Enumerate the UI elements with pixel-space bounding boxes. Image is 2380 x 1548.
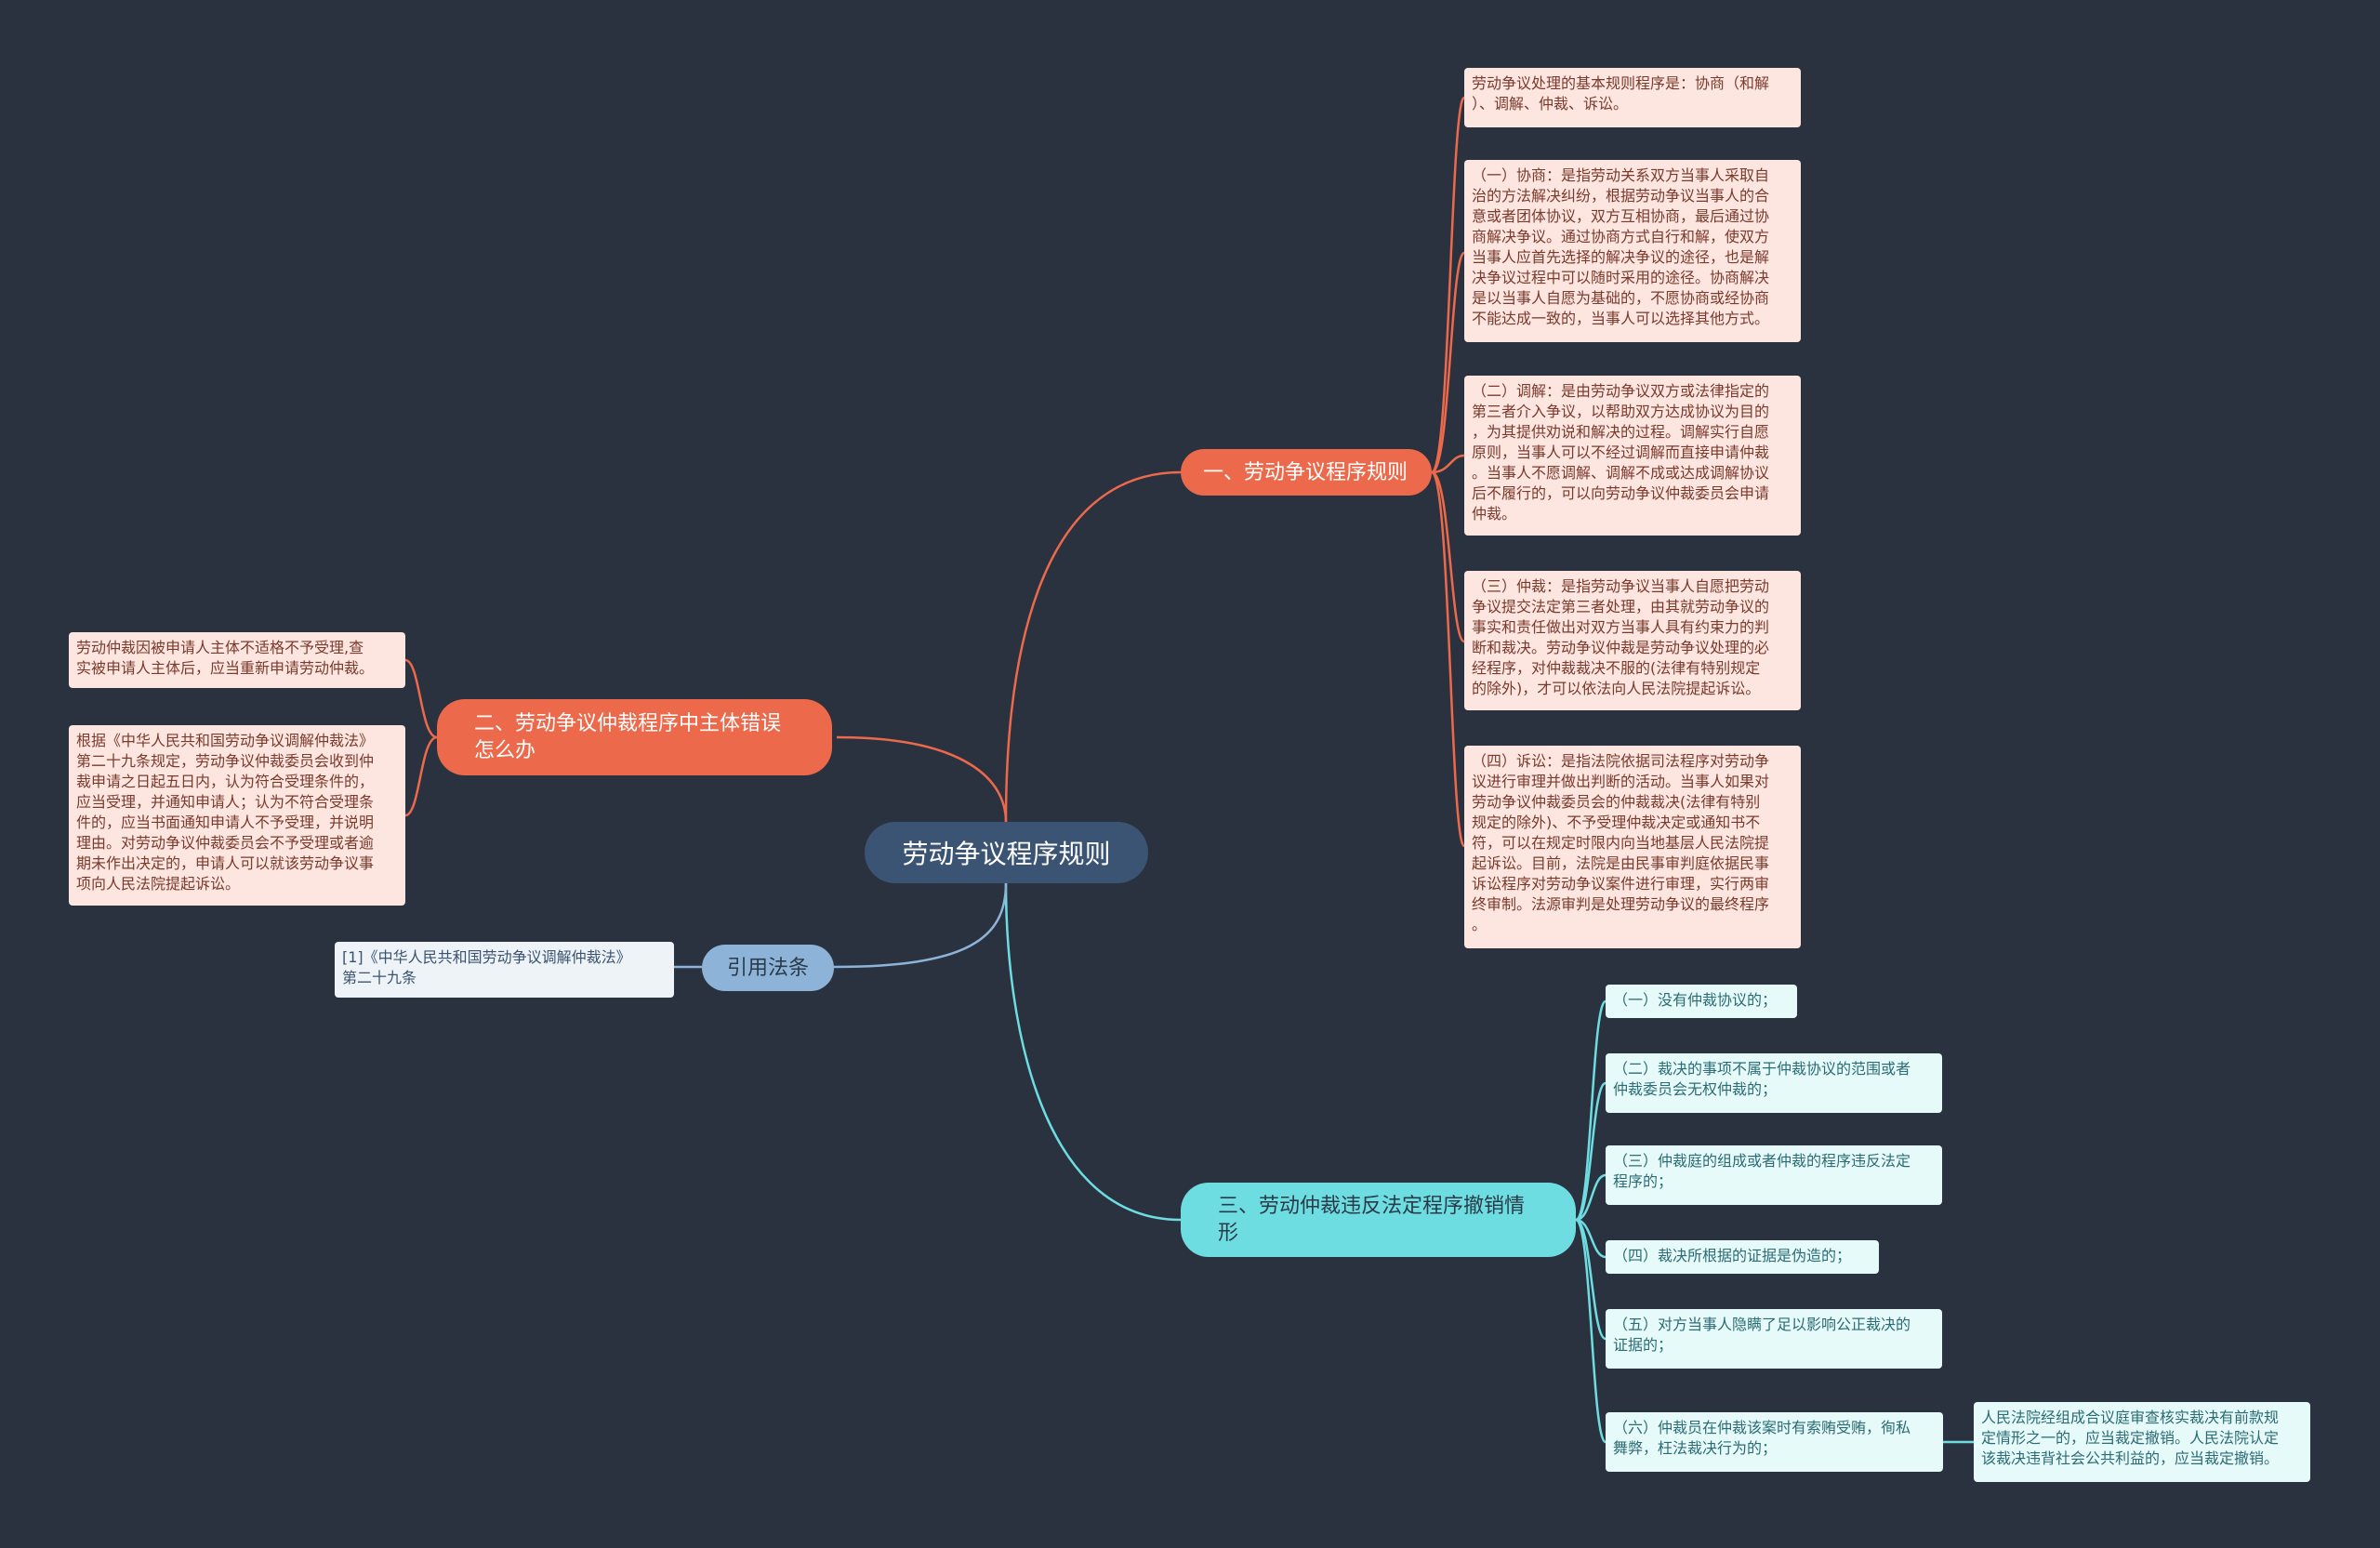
leaf-forged-evidence[interactable]: （四）裁决所根据的证据是伪造的； (1606, 1240, 1879, 1274)
branch-revocation-cases[interactable]: 三、劳动仲裁违反法定程序撤销情 形 (1181, 1183, 1576, 1257)
leaf-litigation[interactable]: （四）诉讼：是指法院依据司法程序对劳动争 议进行审理并做出判断的活动。当事人如果… (1464, 746, 1801, 948)
leaf-no-agreement[interactable]: （一）没有仲裁协议的； (1606, 985, 1797, 1018)
branch-revocation-cases-label: 三、劳动仲裁违反法定程序撤销情 形 (1218, 1195, 1526, 1245)
leaf-out-of-scope[interactable]: （二）裁决的事项不属于仲裁协议的范围或者 仲裁委员会无权仲裁的； (1606, 1053, 1942, 1113)
leaf-law-citation[interactable]: [1]《中华人民共和国劳动争议调解仲裁法》 第二十九条 (335, 942, 674, 998)
leaf-concealed-evidence[interactable]: （五）对方当事人隐瞒了足以影响公正裁决的 证据的； (1606, 1309, 1942, 1369)
central-topic-label: 劳动争议程序规则 (902, 839, 1111, 869)
leaf-court-revocation[interactable]: 人民法院经组成合议庭审查核实裁决有前款规 定情形之一的，应当裁定撤销。人民法院认… (1974, 1402, 2310, 1482)
leaf-reapply[interactable]: 劳动仲裁因被申请人主体不适格不予受理,查 实被申请人主体后，应当重新申请劳动仲裁… (69, 632, 405, 688)
central-topic[interactable]: 劳动争议程序规则 (865, 822, 1148, 883)
branch-procedure-rules[interactable]: 一、劳动争议程序规则 (1181, 449, 1432, 496)
leaf-negotiation[interactable]: （一）协商：是指劳动关系双方当事人采取自 治的方法解决纠纷，根据劳动争议当事人的… (1464, 160, 1801, 342)
leaf-tribunal-violation[interactable]: （三）仲裁庭的组成或者仲裁的程序违反法定 程序的； (1606, 1145, 1942, 1205)
leaf-article-29[interactable]: 根据《中华人民共和国劳动争议调解仲裁法》 第二十九条规定，劳动争议仲裁委员会收到… (69, 725, 405, 906)
branch-procedure-rules-label: 一、劳动争议程序规则 (1203, 460, 1408, 484)
branch-cited-law-label: 引用法条 (726, 956, 809, 980)
leaf-arbitration[interactable]: （三）仲裁：是指劳动争议当事人自愿把劳动 争议提交法定第三者处理，由其就劳动争议… (1464, 571, 1801, 710)
leaf-basic-procedure[interactable]: 劳动争议处理的基本规则程序是：协商（和解 ）、调解、仲裁、诉讼。 (1464, 68, 1801, 127)
branch-cited-law[interactable]: 引用法条 (702, 945, 834, 991)
branch-subject-error-label: 二、劳动争议仲裁程序中主体错误 怎么办 (474, 712, 782, 762)
leaf-arbitrator-misconduct[interactable]: （六）仲裁员在仲裁该案时有索贿受贿，徇私 舞弊，枉法裁决行为的； (1606, 1412, 1943, 1472)
branch-subject-error[interactable]: 二、劳动争议仲裁程序中主体错误 怎么办 (437, 699, 832, 775)
leaf-mediation[interactable]: （二）调解：是由劳动争议双方或法律指定的 第三者介入争议，以帮助双方达成协议为目… (1464, 376, 1801, 536)
